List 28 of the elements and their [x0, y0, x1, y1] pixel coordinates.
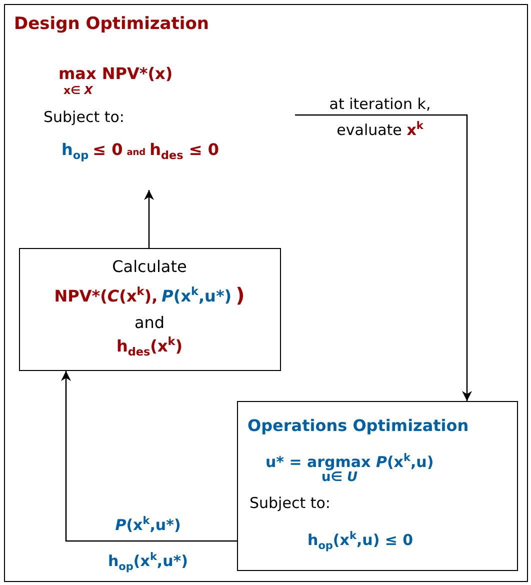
- label-text: and: [134, 312, 165, 332]
- edge-label: P(x$^{k}$,u*): [114, 514, 182, 536]
- formula-text: h$_{des}$ ≤ 0: [150, 140, 219, 162]
- arrow: [295, 114, 472, 401]
- formula-text: P(x$^{k}$,u*): [162, 285, 232, 306]
- formula-text: h$_{op}$(x$^{k}$,u) ≤ 0: [308, 530, 414, 552]
- formula-text: h$_{op}$: [62, 140, 89, 162]
- formula-text: h$_{op}$(x$^{k}$,u*): [106, 550, 189, 575]
- formula-text: h$_{des}$(x$^{k}$): [116, 334, 183, 358]
- formula-text: x∈ X: [64, 84, 93, 97]
- formula-text: and: [126, 148, 146, 158]
- edge-label: at iteration k, evaluate x$^{k}$: [328, 94, 432, 141]
- arrow: [61, 371, 237, 542]
- arrow: [144, 190, 154, 248]
- formula-text: max NPV*(x): [58, 64, 173, 83]
- label-text: Subject to:: [250, 494, 330, 512]
- formula-text: u* = argmax P(x$^{k}$,u): [266, 452, 434, 470]
- label-text: Calculate: [112, 256, 187, 276]
- formula-text: ≤ 0: [92, 140, 123, 159]
- title-text: Design Optimization: [14, 14, 209, 34]
- process-box: [236, 400, 518, 570]
- label-text: Subject to:: [44, 108, 124, 126]
- panel-frame: [4, 4, 528, 582]
- title-text: Operations Optimization: [248, 416, 469, 435]
- formula-text: NPV*(C(x$^{k}$),: [54, 285, 158, 306]
- formula-text: u∈ U: [322, 470, 358, 486]
- formula-text: ): [236, 282, 245, 306]
- process-box: [18, 248, 280, 370]
